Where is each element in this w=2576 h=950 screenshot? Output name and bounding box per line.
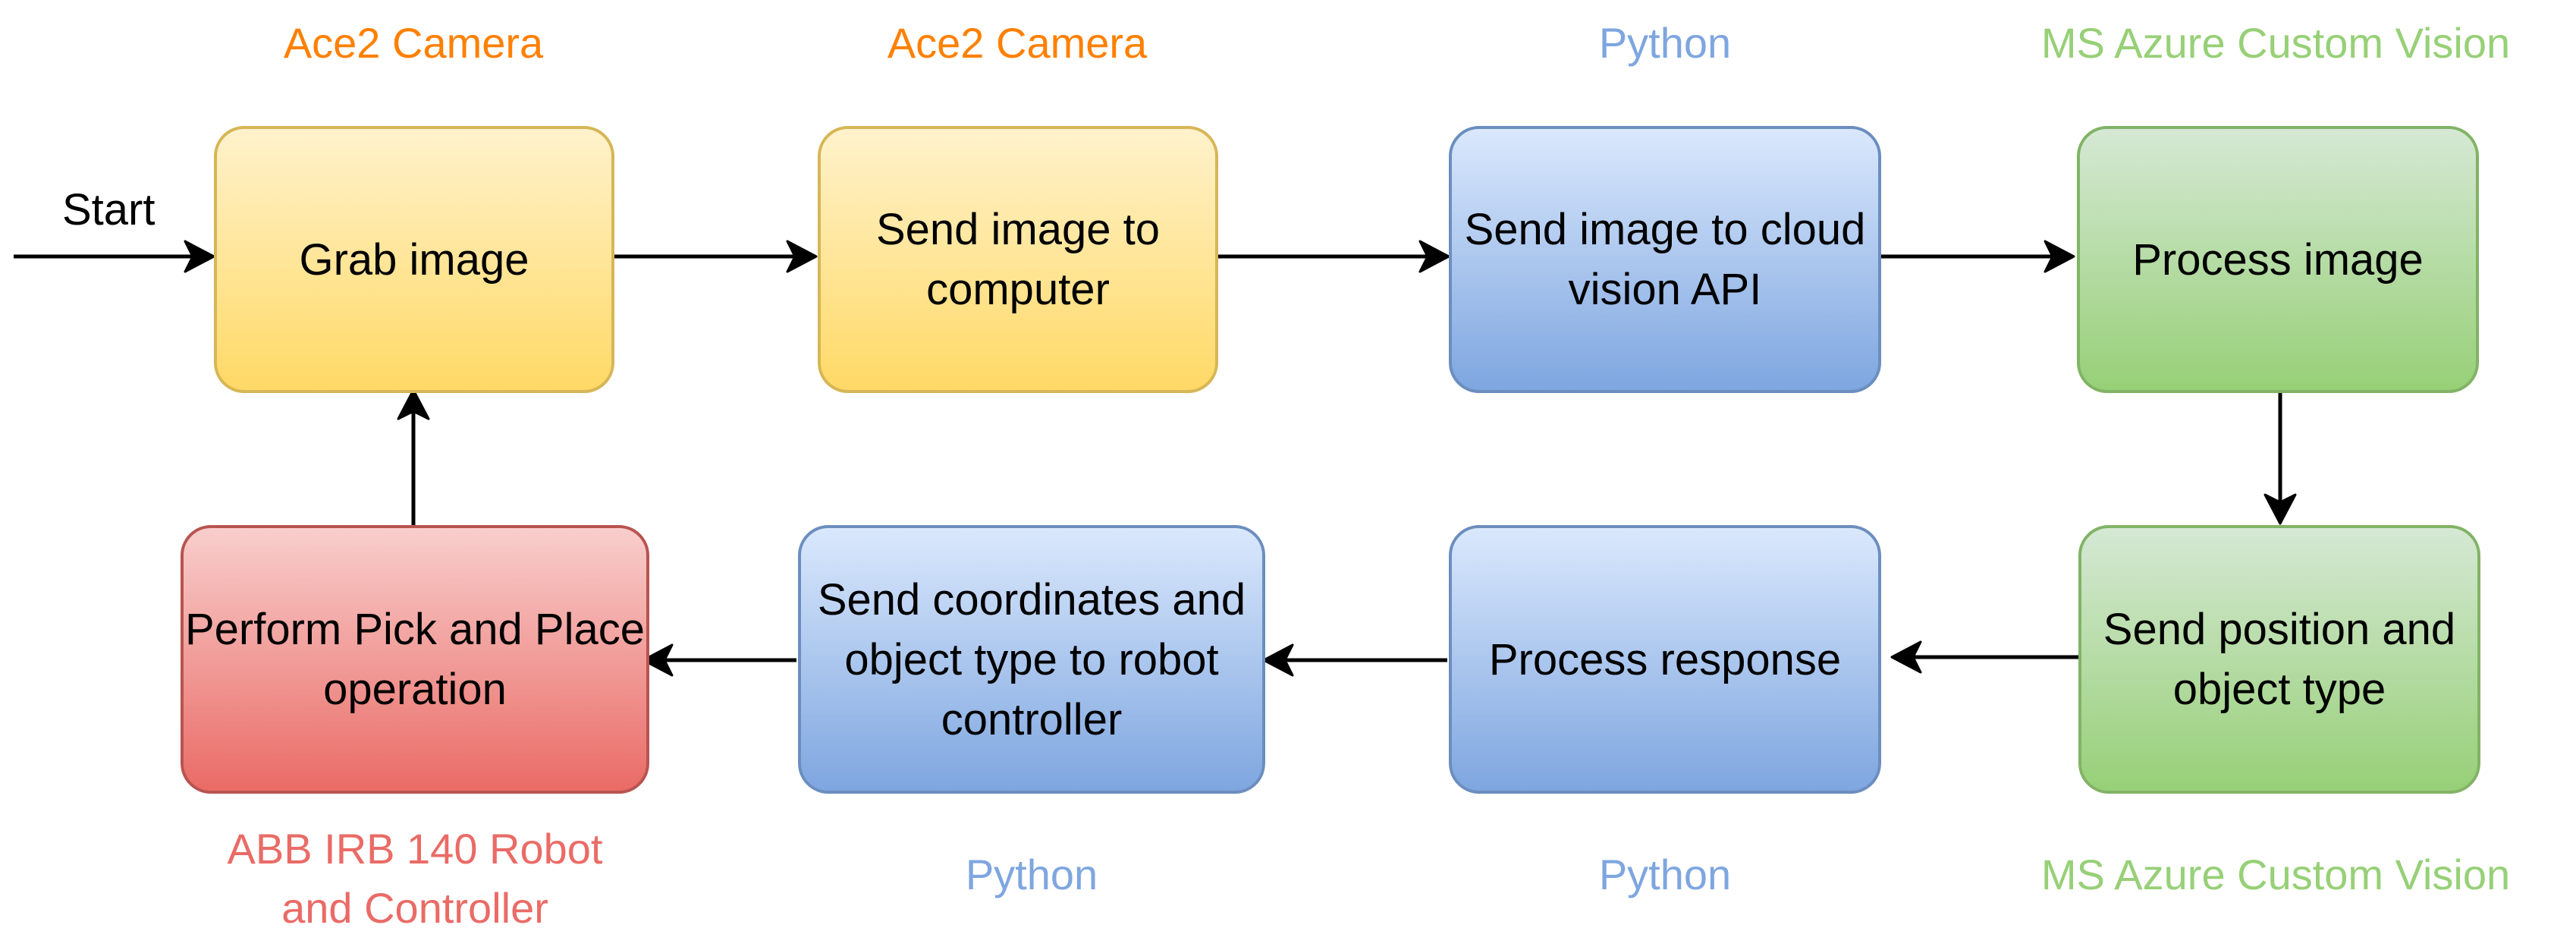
step-send-computer-line1: Send image to [875,205,1161,254]
step-process-image: Process image [2077,126,2479,393]
arrowhead-send-coords [1262,643,1294,677]
step-send-image-to-api: Send image to cloud vision API [1449,126,1881,393]
step-process-image-line1: Process image [2132,234,2424,285]
step-send-coords-line2: and object type to [844,574,1246,684]
step-pick-place-line1: Perform Pick and [184,605,523,654]
tech-label-pick-place: ABB IRB 140 Robot and Controller [152,819,678,938]
tech-label-process-response: Python [1598,851,1732,898]
arrowhead-send-position [2263,493,2297,525]
start-label: Start [62,185,156,234]
tech-label-send-position: MS Azure Custom Vision [2040,851,2511,898]
tech-label-send-computer: Ace2 Camera [887,19,1148,67]
step-pick-and-place: Perform Pick and Place operation [181,525,649,794]
step-send-computer-line2: computer [926,265,1110,314]
arrowhead-send-api [1418,240,1450,273]
step-send-api-line1: Send image to [1464,205,1748,254]
tech-label-send-coords: Python [965,851,1098,898]
step-send-position: Send position and object type [2078,525,2480,794]
tech-label-process-image: MS Azure Custom Vision [2040,19,2511,67]
step-send-coords-line3: robot controller [941,634,1219,744]
arrowhead-pick-place [642,643,674,677]
arrowhead-process-response [1890,640,1922,674]
arrowhead-send-computer [786,240,818,273]
step-send-position-line2: and object type [2172,605,2456,714]
tech-label-pick-place-line1: ABB IRB 140 Robot [227,825,603,873]
tech-label-send-api: Python [1598,19,1732,67]
tech-label-grab: Ace2 Camera [283,19,544,67]
step-send-image-to-computer: Send image to computer [818,126,1218,393]
step-grab-line1: Grab image [299,234,529,285]
arrowhead-process-image [2044,240,2075,273]
arrowhead-grab [184,240,215,273]
step-send-position-line1: Send position [2103,605,2370,654]
step-send-coordinates: Send coordinates and object type to robo… [798,525,1265,794]
step-pick-place-line2: Place operation [323,605,646,714]
tech-label-pick-place-line2: and Controller [281,884,548,932]
step-process-response-line1: Process response [1488,634,1842,684]
step-grab-image: Grab image [214,126,614,393]
arrowhead-grab-from-below [397,388,430,420]
step-send-api-line2: cloud vision API [1568,205,1866,314]
step-process-response: Process response [1449,525,1881,794]
step-send-coords-line1: Send coordinates [817,574,1161,624]
